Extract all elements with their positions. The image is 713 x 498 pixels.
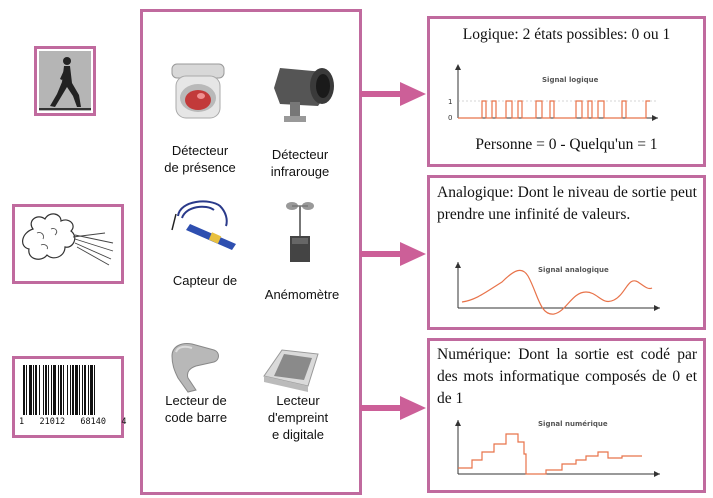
barcode-box: 1 21012 68140 4 bbox=[12, 356, 127, 438]
walking-person-icon bbox=[39, 51, 91, 111]
logic-graph-title: Signal logique bbox=[542, 76, 599, 84]
barcode-bar bbox=[29, 365, 32, 415]
arrow-icon-top bbox=[360, 82, 426, 106]
barcode-bar bbox=[67, 365, 68, 415]
barcode-bar bbox=[33, 365, 34, 415]
logic-caption: Personne = 0 - Quelqu'un = 1 bbox=[475, 136, 658, 153]
anemometer-icon bbox=[286, 202, 314, 262]
barcode-bar bbox=[75, 365, 78, 415]
sensor-label-infrared: Détecteur infrarouge bbox=[270, 147, 330, 179]
barcode-bar bbox=[60, 365, 62, 415]
barcode-bar bbox=[53, 365, 56, 415]
analog-signal-graph: Signal analogique bbox=[455, 262, 660, 315]
arrow-icon-bottom bbox=[360, 396, 426, 420]
sensor-label-anemometer: Anémomètre bbox=[264, 287, 340, 302]
analog-text: Analogique: Dont le niveau de sortie peu… bbox=[437, 184, 697, 223]
barcode-icon bbox=[23, 365, 95, 415]
barcode-bar bbox=[58, 365, 59, 415]
barcode-bar bbox=[94, 365, 95, 415]
barcode-bar bbox=[43, 365, 44, 415]
logic-panel bbox=[427, 16, 706, 167]
barcode-bar bbox=[51, 365, 52, 415]
barcode-bar bbox=[35, 365, 37, 415]
sensor-probe-icon bbox=[171, 200, 236, 250]
barcode-bar bbox=[45, 365, 47, 415]
analog-graph-title: Signal analogique bbox=[538, 266, 609, 274]
arrow-icon-middle bbox=[360, 242, 426, 266]
sensor-label-capteur: Capteur de bbox=[172, 273, 238, 288]
digital-graph-title: Signal numérique bbox=[538, 420, 608, 428]
barcode-bar bbox=[79, 365, 80, 415]
logic-title: Logique: 2 états possibles: 0 ou 1 bbox=[462, 26, 671, 43]
digital-text: Numérique: Dont la sortie est codé par d… bbox=[437, 346, 697, 407]
barcode-bar bbox=[72, 365, 74, 415]
barcode-bar bbox=[70, 365, 71, 415]
sensor-label-fingerprint: Lecteur d'empreint e digitale bbox=[267, 393, 329, 442]
sensor-label-presence: Détecteur de présence bbox=[164, 143, 236, 175]
logic-signal-graph: Signal logique 1 0 bbox=[448, 64, 658, 122]
y-tick-1: 1 bbox=[448, 98, 452, 106]
barcode-bar bbox=[63, 365, 64, 415]
barcode-bar bbox=[88, 365, 89, 415]
analog-panel bbox=[427, 175, 706, 330]
wind-box bbox=[12, 204, 124, 284]
walker-box bbox=[34, 46, 96, 116]
barcode-digits: 1 21012 68140 4 bbox=[19, 417, 127, 427]
digital-signal-graph: Signal numérique bbox=[455, 420, 660, 477]
barcode-bar bbox=[26, 365, 27, 415]
barcode-bar bbox=[48, 365, 49, 415]
barcode-bar bbox=[23, 365, 25, 415]
wind-blowing-icon bbox=[22, 213, 114, 266]
digital-panel bbox=[427, 338, 706, 493]
barcode-bar bbox=[84, 365, 86, 415]
y-tick-0: 0 bbox=[448, 114, 452, 122]
barcode-bar bbox=[82, 365, 83, 415]
infrared-camera-icon bbox=[274, 68, 334, 122]
barcode-bar bbox=[90, 365, 93, 415]
fingerprint-reader-icon bbox=[263, 349, 319, 392]
motion-detector-icon bbox=[171, 63, 225, 119]
sensor-label-barcode-reader: Lecteur de code barre bbox=[164, 393, 228, 425]
barcode-scanner-icon bbox=[171, 343, 219, 393]
barcode-bar bbox=[39, 365, 40, 415]
